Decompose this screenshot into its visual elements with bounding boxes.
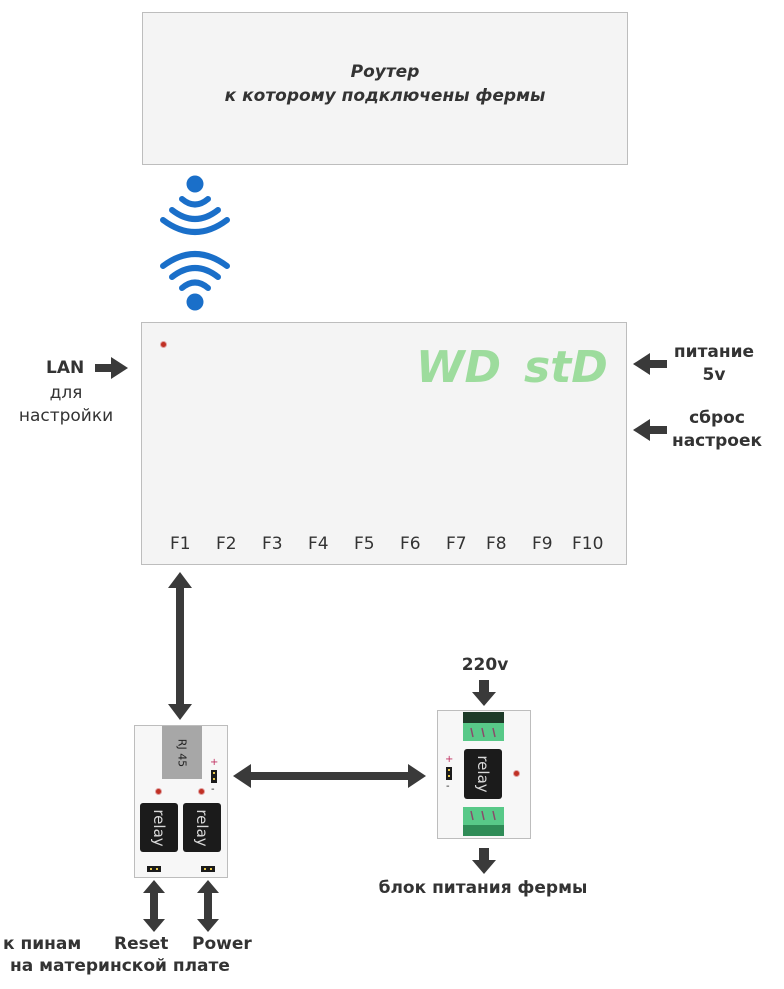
router-box — [142, 12, 628, 165]
lan-label: LAN — [46, 358, 85, 378]
psu-in-arrow-icon — [472, 680, 496, 706]
psu-caption: блок питания фермы — [378, 878, 588, 898]
psu-relay: relay — [464, 749, 502, 799]
rj45-label: RJ 45 — [175, 738, 189, 767]
port-f4: F4 — [308, 534, 329, 554]
reset-pin-label: Reset — [114, 934, 169, 954]
relay-board-minus: - — [211, 784, 215, 795]
brand-std: stD — [524, 342, 608, 393]
setup-label-line2: настройки — [18, 406, 114, 426]
port-f2: F2 — [216, 534, 237, 554]
psu-relay-plus: + — [445, 754, 454, 765]
lan-arrow-icon — [95, 357, 128, 379]
psu-relay-control-pins — [446, 767, 452, 780]
port-f8: F8 — [486, 534, 507, 554]
reset-arrow-icon — [633, 419, 667, 441]
relay-2-output-pins — [201, 866, 215, 872]
psu-relay-led — [514, 771, 519, 776]
setup-label-line1: для — [49, 383, 83, 403]
relay-2-led — [199, 789, 204, 794]
voltage-label: 220v — [461, 655, 509, 675]
relay-1: relay — [140, 803, 178, 852]
psu-relay-minus: - — [446, 781, 450, 792]
relay-psu-arrow-icon — [233, 764, 426, 788]
power-arrow-icon — [633, 353, 667, 375]
relay-1-output-pins — [147, 866, 161, 872]
wifi-icon-lower — [160, 251, 230, 311]
port-f10: F10 — [572, 534, 604, 554]
router-title-line1: Роутер — [350, 62, 420, 82]
port-f1: F1 — [170, 534, 191, 554]
port-f6: F6 — [400, 534, 421, 554]
port-f3: F3 — [262, 534, 283, 554]
rj45-port: RJ 45 — [162, 726, 202, 779]
relay-2: relay — [183, 803, 221, 852]
router-title-line2: к которому подключены фермы — [224, 86, 546, 106]
wifi-icon-upper — [160, 175, 230, 235]
reset-label-line1: сброс — [689, 408, 745, 428]
motherboard-label: на материнской плате — [10, 956, 230, 976]
psu-input-terminal — [463, 712, 504, 741]
reset-label-line2: настроек — [671, 431, 763, 451]
controller-box — [141, 322, 627, 565]
relay-1-label: relay — [150, 808, 168, 847]
power-label-line2: 5v — [702, 365, 726, 385]
relay-2-label: relay — [193, 808, 211, 847]
controller-relay-arrow-icon — [168, 572, 192, 720]
port-f7: F7 — [446, 534, 467, 554]
psu-output-terminal — [463, 807, 504, 836]
power-label-line1: питание — [673, 342, 755, 362]
brand-wd: WD — [416, 342, 502, 393]
power-pin-label: Power — [192, 934, 252, 954]
port-f5: F5 — [354, 534, 375, 554]
controller-led — [161, 342, 166, 347]
psu-out-arrow-icon — [472, 848, 496, 874]
power-pins-arrow-icon — [197, 880, 219, 932]
port-f9: F9 — [532, 534, 553, 554]
relay-board-power-pins — [211, 770, 217, 783]
psu-relay-label: relay — [474, 755, 492, 793]
relay-1-led — [156, 789, 161, 794]
reset-pins-arrow-icon — [143, 880, 165, 932]
relay-board-plus: + — [210, 757, 219, 768]
to-pins-label: к пинам — [3, 934, 82, 954]
